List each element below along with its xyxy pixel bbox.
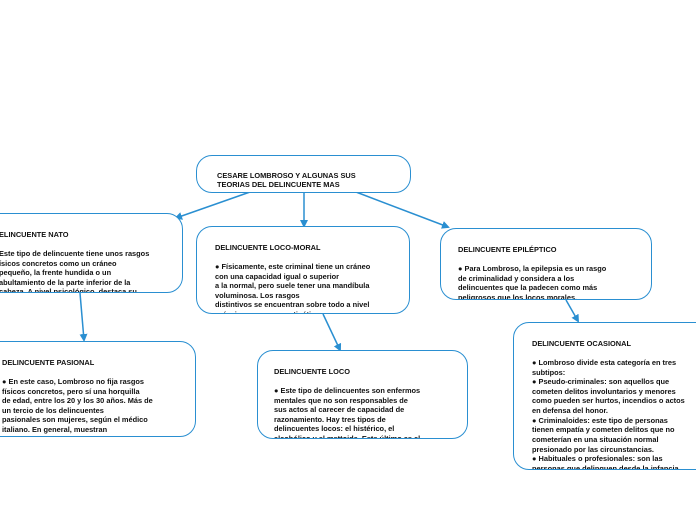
node-root[interactable]: CESARE LOMBROSO Y ALGUNAS SUS TEORIAS DE… [196,155,411,193]
node-delincuente-loco-title: DELINCUENTE LOCO [274,366,350,376]
node-delincuente-pasional-body: ● En este caso, Lombroso no fija rasgos … [2,376,154,436]
node-delincuente-pasional[interactable]: DELINCUENTE PASIONAL ● En este caso, Lom… [0,341,196,437]
node-delincuente-nato-body: Este tipo de delincuente tiene unos rasg… [0,248,150,293]
node-delincuente-loco-moral[interactable]: DELINCUENTE LOCO-MORAL ● Físicamente, es… [196,226,410,314]
node-delincuente-ocasional-title: DELINCUENTE OCASIONAL [532,338,631,348]
node-delincuente-ocasional[interactable]: DELINCUENTE OCASIONAL ● Lombroso divide … [513,322,696,470]
node-delincuente-epileptico-title: DELINCUENTE EPILÉPTICO [458,244,557,254]
node-delincuente-loco-body: ● Este tipo de delincuentes son enfermos… [274,385,421,439]
connector-loco-moral-to-loco [322,313,342,352]
node-delincuente-loco-moral-body: ● Físicamente, este criminal tiene un cr… [215,261,371,313]
connector-nato-to-pasional [79,292,88,342]
node-delincuente-nato[interactable]: ELINCUENTE NATO Este tipo de delincuente… [0,213,183,293]
node-delincuente-epileptico[interactable]: DELINCUENTE EPILÉPTICO ● Para Lombroso, … [440,228,652,300]
node-delincuente-nato-title: ELINCUENTE NATO [0,229,69,239]
connector-root-to-epileptico [355,191,450,229]
connector-epileptico-to-ocasional [565,299,579,323]
node-delincuente-epileptico-body: ● Para Lombroso, la epilepsia es un rasg… [458,263,607,300]
node-delincuente-loco-moral-title: DELINCUENTE LOCO-MORAL [215,242,321,252]
connector-root-to-nato [174,191,251,220]
node-delincuente-loco[interactable]: DELINCUENTE LOCO ● Este tipo de delincue… [257,350,468,439]
node-root-title: CESARE LOMBROSO Y ALGUNAS SUS TEORIAS DE… [217,170,356,192]
node-delincuente-pasional-title: DELINCUENTE PASIONAL [2,357,95,367]
node-delincuente-ocasional-body: ● Lombroso divide esta categoría en tres… [532,357,685,470]
